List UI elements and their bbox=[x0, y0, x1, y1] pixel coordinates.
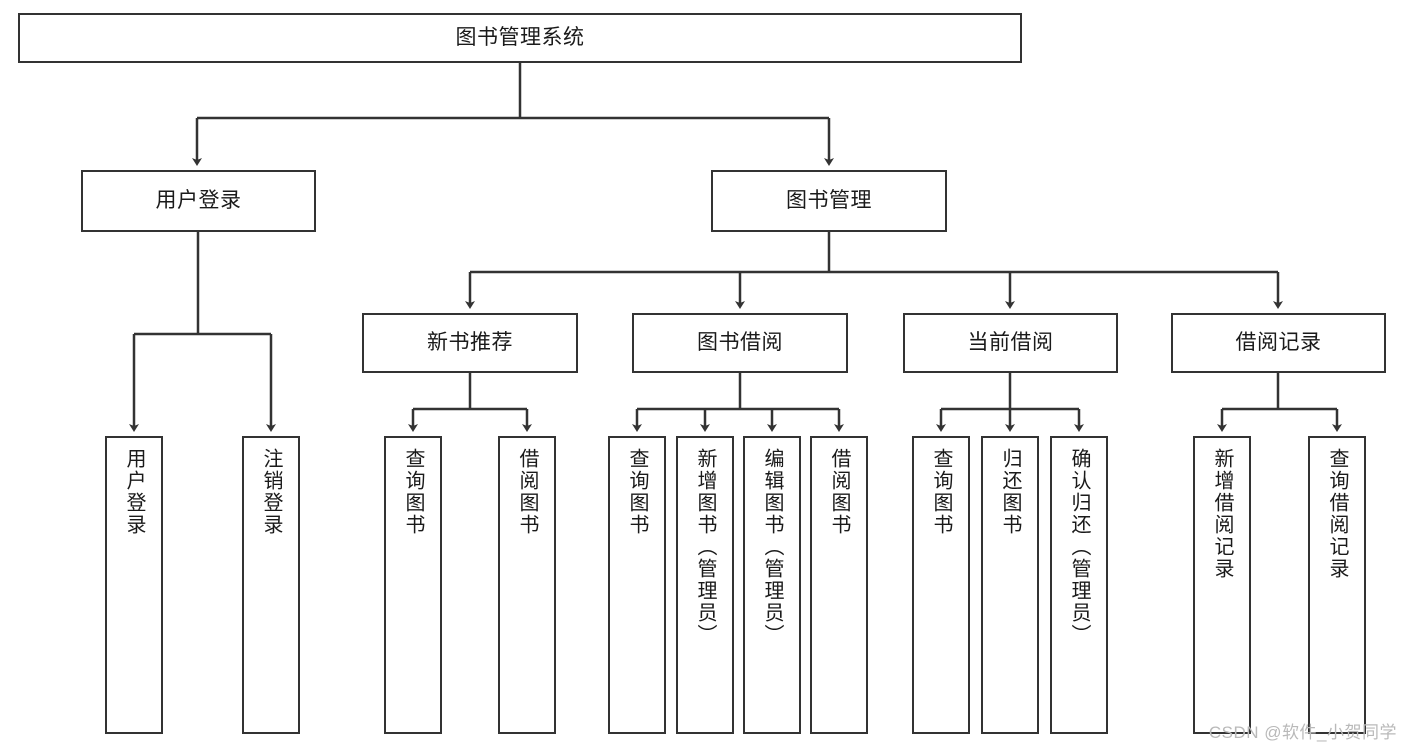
node-root-label: 图书管理系统 bbox=[455, 25, 585, 49]
leaf-return-book[interactable]: 归还图书 bbox=[981, 436, 1039, 734]
leaf-query-book-current-label: 查询图书 bbox=[930, 448, 952, 536]
node-new-book-recommend-label: 新书推荐 bbox=[427, 330, 513, 354]
leaf-borrow-book-recommend[interactable]: 借阅图书 bbox=[498, 436, 556, 734]
node-book-management-label: 图书管理 bbox=[786, 188, 872, 212]
leaf-return-book-label: 归还图书 bbox=[999, 448, 1021, 536]
leaf-query-book-borrow-label: 查询图书 bbox=[626, 448, 648, 536]
leaf-borrow-book-label: 借阅图书 bbox=[828, 448, 850, 536]
leaf-confirm-return-admin[interactable]: 确认归还（管理员） bbox=[1050, 436, 1108, 734]
leaf-query-borrow-record[interactable]: 查询借阅记录 bbox=[1308, 436, 1366, 734]
leaf-borrow-book[interactable]: 借阅图书 bbox=[810, 436, 868, 734]
node-current-borrow[interactable]: 当前借阅 bbox=[903, 313, 1118, 373]
leaf-logout-label: 注销登录 bbox=[260, 448, 282, 536]
leaf-add-borrow-record[interactable]: 新增借阅记录 bbox=[1193, 436, 1251, 734]
node-borrow-record-label: 借阅记录 bbox=[1235, 330, 1322, 354]
leaf-edit-book-admin[interactable]: 编辑图书（管理员） bbox=[743, 436, 801, 734]
node-book-management[interactable]: 图书管理 bbox=[711, 170, 947, 232]
leaf-add-book-admin-label: 新增图书（管理员） bbox=[694, 448, 716, 646]
leaf-query-book-recommend[interactable]: 查询图书 bbox=[384, 436, 442, 734]
node-borrow-record[interactable]: 借阅记录 bbox=[1171, 313, 1386, 373]
node-current-borrow-label: 当前借阅 bbox=[967, 330, 1054, 354]
connectors bbox=[129, 63, 1342, 432]
node-new-book-recommend[interactable]: 新书推荐 bbox=[362, 313, 578, 373]
leaf-query-book-borrow[interactable]: 查询图书 bbox=[608, 436, 666, 734]
leaf-add-borrow-record-label: 新增借阅记录 bbox=[1211, 448, 1233, 580]
leaf-logout[interactable]: 注销登录 bbox=[242, 436, 300, 734]
leaf-borrow-book-recommend-label: 借阅图书 bbox=[516, 448, 538, 536]
node-user-login[interactable]: 用户登录 bbox=[81, 170, 316, 232]
leaf-query-book-recommend-label: 查询图书 bbox=[402, 448, 424, 536]
leaf-add-book-admin[interactable]: 新增图书（管理员） bbox=[676, 436, 734, 734]
leaf-user-login-label: 用户登录 bbox=[123, 448, 145, 536]
node-user-login-label: 用户登录 bbox=[155, 188, 242, 212]
node-book-borrow[interactable]: 图书借阅 bbox=[632, 313, 848, 373]
leaf-confirm-return-admin-label: 确认归还（管理员） bbox=[1068, 448, 1090, 646]
leaf-query-book-current[interactable]: 查询图书 bbox=[912, 436, 970, 734]
node-root[interactable]: 图书管理系统 bbox=[18, 13, 1022, 63]
leaf-edit-book-admin-label: 编辑图书（管理员） bbox=[761, 448, 783, 646]
node-book-borrow-label: 图书借阅 bbox=[697, 330, 783, 354]
leaf-user-login[interactable]: 用户登录 bbox=[105, 436, 163, 734]
leaf-query-borrow-record-label: 查询借阅记录 bbox=[1326, 448, 1348, 580]
